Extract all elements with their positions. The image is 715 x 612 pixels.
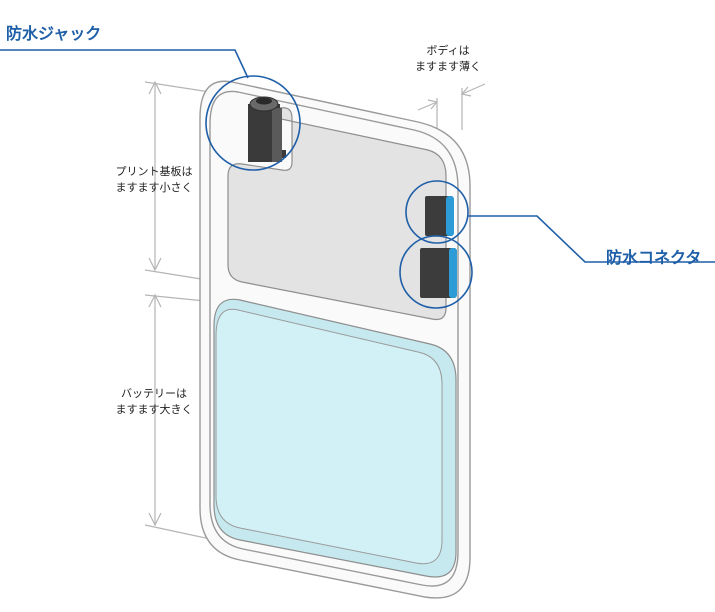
body-note-line2: ますます薄く [415, 60, 481, 73]
connector-leader-line [468, 215, 715, 263]
board-note-line1: プリント基板は [115, 165, 193, 178]
battery-top [215, 308, 443, 565]
jack-hole [256, 97, 272, 105]
board-note-line2: ますます小さく [115, 181, 193, 194]
battery-arrow-bottom [148, 512, 162, 527]
body-thickness-note: ボディは ますます薄く [395, 43, 501, 75]
body-arrow-left [417, 101, 438, 111]
board-size-note: プリント基板は ますます小さく [94, 164, 214, 196]
connector-lower-seal [449, 248, 457, 298]
body-arrowhead-left [427, 99, 439, 110]
waterproof-jack [248, 96, 286, 162]
dimension-lines [144, 80, 486, 541]
battery-arrow-top [148, 293, 162, 308]
body-arrowhead-right [460, 86, 472, 97]
jack-side [272, 108, 282, 162]
body-arrow-right [461, 83, 486, 95]
callout-markers [0, 49, 715, 309]
battery-note-line1: バッテリーは [121, 387, 187, 400]
jack-callout-label: 防水ジャック [6, 24, 102, 43]
waterproof-connectors [420, 196, 457, 298]
battery-size-note: バッテリーは ますます大きく [94, 386, 214, 418]
board-arrow-bottom [148, 257, 162, 272]
connector-upper-seal [446, 196, 454, 236]
connector-callout-label: 防水コネクタ [606, 248, 702, 267]
board-ext-top [144, 81, 211, 93]
jack-pin [282, 150, 286, 158]
board-arrow-top [148, 80, 162, 95]
battery-note-line2: ますます大きく [115, 403, 193, 416]
connector-lower [420, 248, 456, 298]
phone-inner-shell [209, 90, 459, 587]
jack-callout-circle [205, 75, 301, 171]
battery-ext-bottom [144, 524, 216, 541]
battery [213, 298, 457, 578]
connector-callout-circle-upper [405, 180, 469, 244]
connector-callout-circle-lower [399, 235, 473, 309]
jack-leader-line [0, 49, 249, 79]
body-note-line1: ボディは [426, 44, 470, 57]
